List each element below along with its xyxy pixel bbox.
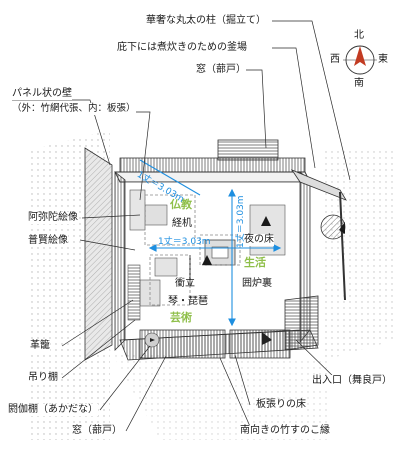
label-akadana: 閼伽棚（あかだな）	[8, 404, 98, 416]
dim-label-vertical: 1丈＝3.03m	[236, 195, 246, 248]
compass-east-label: 東	[378, 54, 388, 65]
zone-seikatsu: 生活	[244, 256, 266, 269]
label-pillar: 華奢な丸太の柱（掘立て）	[146, 15, 266, 27]
label-kyoki: 経机	[172, 218, 192, 229]
label-floor: 板張りの床	[256, 399, 306, 411]
label-amida: 阿弥陀絵像	[28, 212, 78, 224]
dim-label-horizontal: 1丈＝3.03m	[158, 237, 211, 247]
label-window-bottom: 窓（蔀戸）	[72, 425, 122, 437]
compass-arrow-icon	[354, 46, 366, 66]
marker-kama-icon	[339, 222, 345, 234]
compass-north-label: 北	[354, 30, 364, 41]
compass-south-label: 南	[354, 78, 364, 89]
zone-bukkyo: 仏教	[170, 198, 192, 211]
label-tsuridana: 吊り棚	[28, 372, 58, 384]
hut-walls	[114, 139, 311, 351]
label-panel-wall: パネル状の壁	[12, 88, 72, 100]
label-tsuitate: 衝立	[175, 278, 195, 289]
zone-geijutsu: 芸術	[170, 311, 192, 324]
dimension-lines	[139, 159, 282, 327]
label-koto: 琴・琵琶	[168, 296, 208, 307]
label-irori: 囲炉裏	[242, 278, 272, 290]
east-entrance	[262, 295, 319, 351]
label-window-top: 窓（蔀戸）	[196, 64, 246, 76]
label-panel-wall-detail: （外：竹網代張、内：板張）	[12, 103, 136, 115]
label-kawago: 革籠	[30, 340, 50, 352]
dim-line-diagonal	[139, 159, 201, 196]
label-engawa: 南向きの竹すのこ縁	[240, 425, 330, 437]
label-fugen: 普賢絵像	[28, 235, 68, 247]
location-markers	[202, 216, 345, 265]
zone-outlines	[144, 194, 241, 306]
eave-and-pillar	[290, 169, 347, 301]
compass	[343, 45, 377, 75]
west-rock-wall	[84, 147, 113, 361]
label-entrance: 出入口（舞良戸）	[312, 375, 392, 387]
label-kama: 庇下には煮炊きのための釜場	[117, 42, 247, 54]
compass-west-label: 西	[330, 54, 340, 65]
marker-bed-icon	[261, 216, 271, 226]
leader-lines	[12, 20, 351, 432]
label-yoru-no-yuka: 夜の床	[244, 234, 274, 246]
marker-hearth-icon	[202, 255, 212, 265]
